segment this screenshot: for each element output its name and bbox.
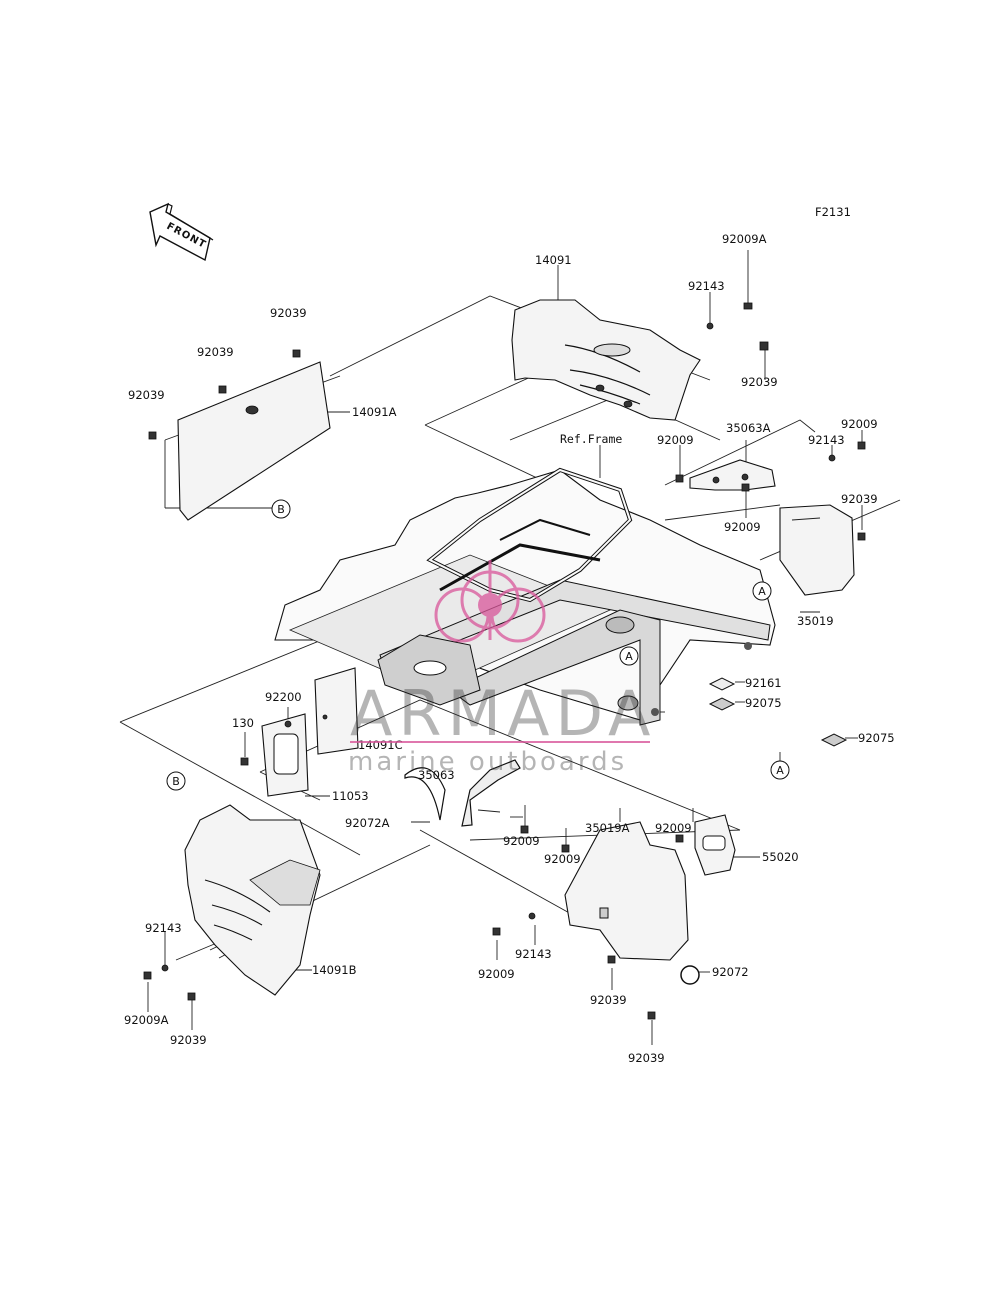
label-14091A: 14091A bbox=[352, 405, 397, 419]
watermark-brand: ARMADA bbox=[350, 677, 656, 750]
part-35063A-bracket bbox=[689, 459, 776, 491]
label-92039-h: 92039 bbox=[628, 1051, 665, 1065]
label-92039-g: 92039 bbox=[170, 1033, 207, 1047]
ref-frame-label: Ref.Frame bbox=[560, 432, 622, 446]
label-55020: 55020 bbox=[762, 850, 799, 864]
part-11053-bracket bbox=[261, 713, 309, 797]
bolt-icons bbox=[143, 302, 866, 1020]
svg-text:A: A bbox=[758, 585, 766, 598]
part-35063-bracket bbox=[461, 759, 521, 827]
label-92009-g: 92009 bbox=[478, 967, 515, 981]
label-92075-a: 92075 bbox=[745, 696, 782, 710]
label-14091: 14091 bbox=[535, 253, 572, 267]
watermark: ARMADA marine outboards bbox=[348, 560, 656, 777]
svg-text:A: A bbox=[625, 650, 633, 663]
label-92039-f: 92039 bbox=[590, 993, 627, 1007]
label-92072A: 92072A bbox=[345, 816, 390, 830]
label-35063A: 35063A bbox=[726, 421, 771, 435]
label-92143-right: 92143 bbox=[808, 433, 845, 447]
callout-a-bottom: A bbox=[770, 760, 790, 780]
label-92039-d: 92039 bbox=[128, 388, 165, 402]
part-14091C-plate bbox=[314, 667, 359, 755]
part-35019A-mudguard bbox=[564, 821, 689, 961]
label-92143-left: 92143 bbox=[145, 921, 182, 935]
label-35019A: 35019A bbox=[585, 821, 630, 835]
callout-b-top: B bbox=[271, 499, 291, 519]
label-92009-e: 92009 bbox=[503, 834, 540, 848]
label-92009A-top: 92009A bbox=[722, 232, 767, 246]
part-55020-plate bbox=[694, 814, 736, 876]
part-14091B-cover bbox=[184, 804, 321, 996]
label-92161: 92161 bbox=[745, 676, 782, 690]
diagram-code: F2131 bbox=[815, 205, 851, 219]
label-92009A-bottom: 92009A bbox=[124, 1013, 169, 1027]
label-92143-top: 92143 bbox=[688, 279, 725, 293]
label-130: 130 bbox=[232, 716, 254, 730]
label-35063: 35063 bbox=[418, 768, 455, 782]
label-92039-b: 92039 bbox=[197, 345, 234, 359]
part-92072-clip bbox=[680, 965, 700, 985]
part-14091-cover bbox=[511, 299, 701, 421]
label-92072: 92072 bbox=[712, 965, 749, 979]
label-92039-a: 92039 bbox=[270, 306, 307, 320]
label-92039-e: 92039 bbox=[841, 492, 878, 506]
label-92009-c: 92009 bbox=[724, 520, 761, 534]
front-arrow-icon: FRONT bbox=[149, 202, 214, 262]
watermark-logo-icon bbox=[434, 560, 546, 643]
svg-text:B: B bbox=[277, 503, 285, 516]
svg-text:B: B bbox=[172, 775, 180, 788]
label-92009-a: 92009 bbox=[841, 417, 878, 431]
label-92039-c: 92039 bbox=[741, 375, 778, 389]
callout-a-right: A bbox=[752, 581, 772, 601]
label-92143-mid: 92143 bbox=[515, 947, 552, 961]
label-92009-d: 92009 bbox=[655, 821, 692, 835]
svg-text:A: A bbox=[776, 764, 784, 777]
small-nut-icons bbox=[708, 677, 848, 747]
label-92009-b: 92009 bbox=[657, 433, 694, 447]
callout-b-bottom: B bbox=[166, 771, 186, 791]
callout-a-mid: A bbox=[619, 646, 639, 666]
watermark-tagline: marine outboards bbox=[348, 747, 627, 777]
part-14091A-panel bbox=[177, 361, 331, 521]
part-92072A-band bbox=[404, 767, 446, 821]
vehicle-frame bbox=[274, 467, 776, 726]
label-92200: 92200 bbox=[265, 690, 302, 704]
part-labels: 14091 92009A 92143 92039 92039 92039 920… bbox=[124, 232, 895, 1065]
label-92075-b: 92075 bbox=[858, 731, 895, 745]
label-35019: 35019 bbox=[797, 614, 834, 628]
part-35019-mudguard bbox=[779, 504, 855, 596]
label-11053: 11053 bbox=[332, 789, 369, 803]
label-92009-f: 92009 bbox=[544, 852, 581, 866]
label-14091B: 14091B bbox=[312, 963, 357, 977]
